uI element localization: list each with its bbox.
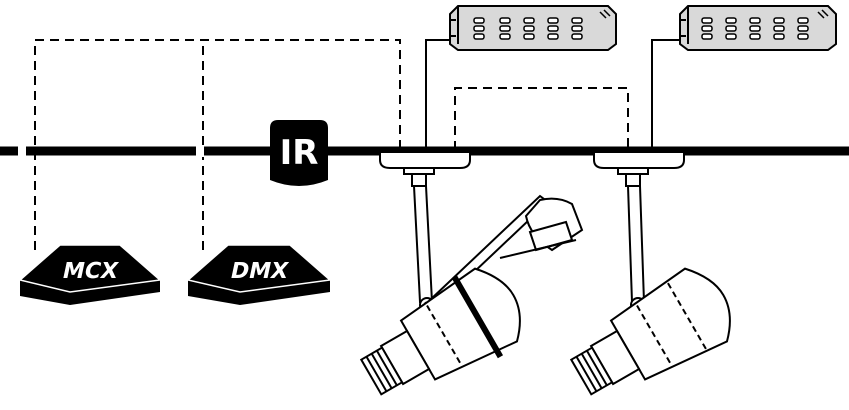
power-feed-wires [425, 39, 680, 150]
spot-link-wire [454, 87, 629, 150]
dmx-controller-label: DMX [228, 258, 291, 284]
mcx-controller: MCX [18, 244, 162, 305]
control-wiring [34, 39, 629, 250]
spotlight-right [569, 151, 731, 396]
ir-receiver: IR [270, 120, 328, 186]
spotlight-left [359, 151, 584, 396]
driver-left [449, 5, 617, 51]
ir-receiver-label: IR [280, 133, 319, 173]
mcx-controller-label: MCX [60, 258, 120, 284]
driver-right [679, 5, 837, 51]
dmx-controller: DMX [186, 244, 332, 305]
mcx-wire [34, 39, 401, 250]
